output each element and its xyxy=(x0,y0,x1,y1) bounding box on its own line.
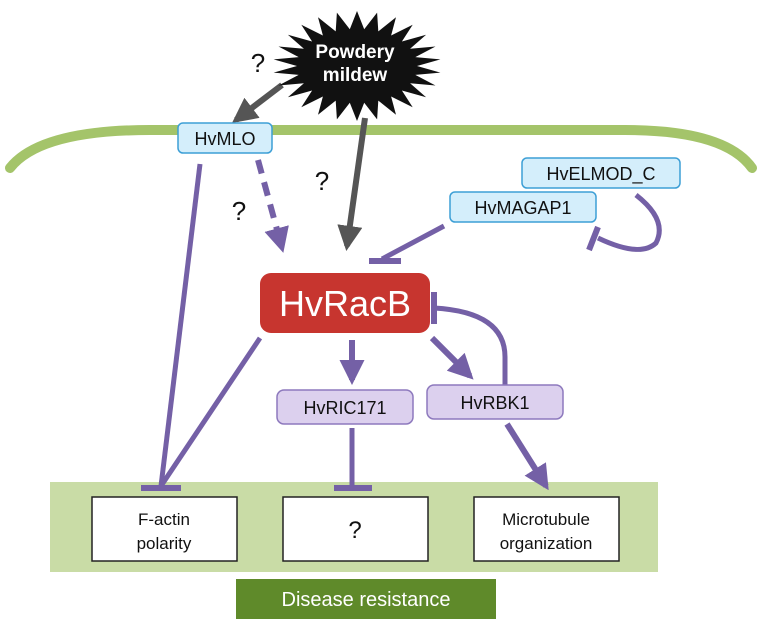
arrow-rbk1-to-microtubule xyxy=(504,422,549,491)
line-racb-to-factin xyxy=(158,336,263,488)
question-mark-mlo-racb: ? xyxy=(232,196,246,226)
question-mark-mildew-mlo: ? xyxy=(251,48,265,78)
inhibit-elmod-to-magap1 xyxy=(596,193,662,252)
node-hvric171: HvRIC171 xyxy=(276,389,414,425)
pathogen-label-line1: Powdery xyxy=(315,42,395,63)
output-factin-polarity: F-actin polarity xyxy=(91,496,238,562)
output-factin-line2: polarity xyxy=(137,534,192,553)
node-hvmagap1: HvMAGAP1 xyxy=(449,191,597,223)
node-hvrbk1-label: HvRBK1 xyxy=(460,393,529,413)
node-hvric171-label: HvRIC171 xyxy=(303,398,386,418)
node-hvmlo-label: HvMLO xyxy=(194,129,255,149)
output-unknown: ? xyxy=(282,496,429,562)
pathogen-starburst xyxy=(273,11,441,121)
node-hvelmod-c-label: HvELMOD_C xyxy=(546,164,655,185)
dashed-arrow-mlo-to-racb xyxy=(255,159,289,253)
output-factin-line1: F-actin xyxy=(138,510,190,529)
inhibit-rbk1-to-racb xyxy=(433,305,508,385)
node-hvracb: HvRacB xyxy=(260,273,430,333)
node-hvmagap1-label: HvMAGAP1 xyxy=(474,198,571,218)
node-hvelmod-c: HvELMOD_C xyxy=(521,157,681,189)
output-microtubule-line1: Microtubule xyxy=(502,510,590,529)
output-microtubule-line2: organization xyxy=(500,534,593,553)
node-hvmlo: HvMLO xyxy=(177,122,273,154)
inhibit-magap1-to-racb xyxy=(380,223,446,262)
plasma-membrane xyxy=(5,125,757,173)
arrow-mildew-to-mlo xyxy=(231,82,284,124)
inhibit-bar-magap1-elmod xyxy=(586,225,601,252)
node-hvrbk1: HvRBK1 xyxy=(426,384,564,420)
disease-resistance-label: Disease resistance xyxy=(282,589,451,611)
node-hvracb-label: HvRacB xyxy=(279,283,411,324)
disease-resistance-banner: Disease resistance xyxy=(236,579,496,619)
arrow-racb-to-rbk1 xyxy=(429,335,474,380)
output-unknown-label: ? xyxy=(348,517,361,544)
question-mark-mildew-racb: ? xyxy=(315,166,329,196)
inhibit-mlo-to-factin xyxy=(158,163,203,487)
output-microtubule-organization: Microtubule organization xyxy=(473,496,620,562)
arrow-mildew-to-racb xyxy=(337,117,368,251)
pathogen-label-line2: mildew xyxy=(323,65,388,86)
powdery-mildew-pathogen: Powdery mildew xyxy=(273,11,441,121)
